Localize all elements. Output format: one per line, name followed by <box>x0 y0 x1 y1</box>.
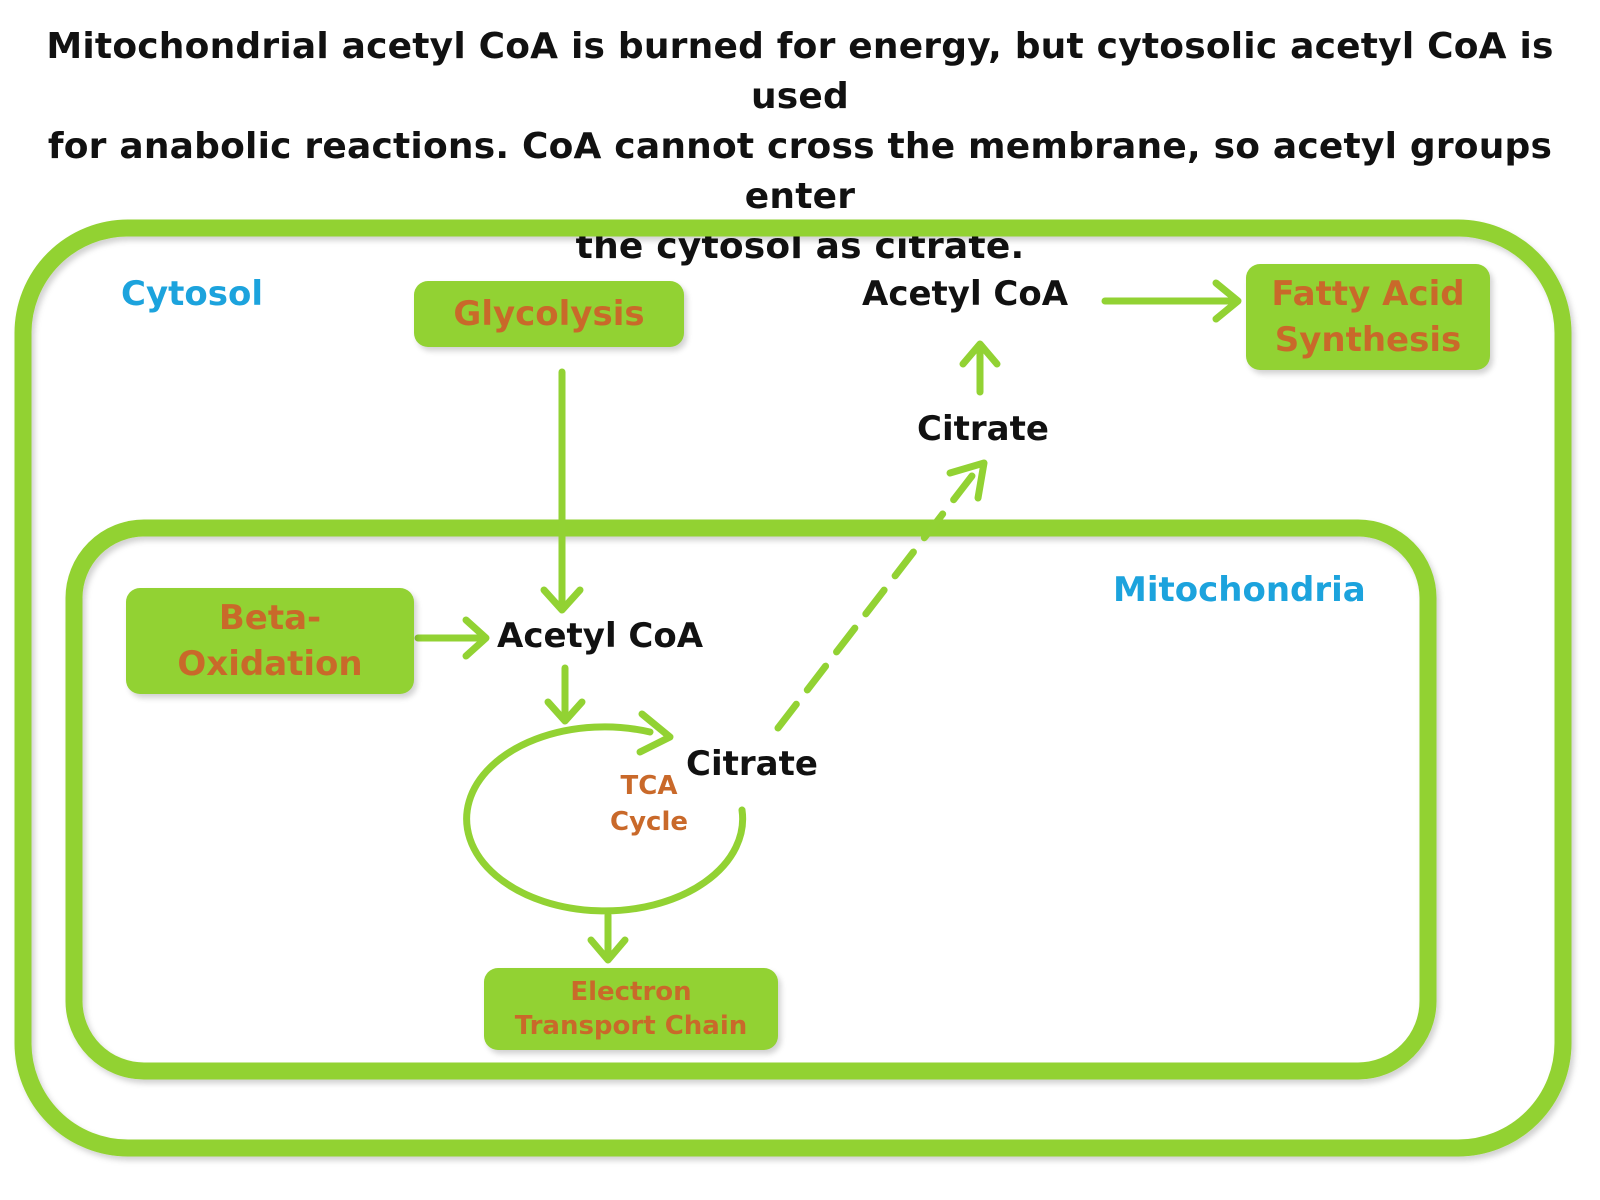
tca-cycle-label: TCA Cycle <box>606 768 692 840</box>
tca-cycle-line-1: TCA <box>620 771 678 801</box>
title-line-1: Mitochondrial acetyl CoA is burned for e… <box>46 26 1554 117</box>
glycolysis-box: Glycolysis <box>414 281 684 347</box>
cytosolic-citrate-label: Citrate <box>917 409 1049 449</box>
electron-transport-chain-box: Electron Transport Chain <box>484 968 778 1050</box>
diagram-title: Mitochondrial acetyl CoA is burned for e… <box>0 22 1600 272</box>
fatty-acid-synthesis-line-1: Fatty Acid <box>1271 274 1465 314</box>
mitochondrial-citrate-label: Citrate <box>686 744 818 784</box>
mitochondrial-acetyl-coa-label: Acetyl CoA <box>497 616 704 656</box>
electron-transport-chain-line-2: Transport Chain <box>514 1011 748 1041</box>
beta-oxidation-box: Beta- Oxidation <box>126 588 414 694</box>
fatty-acid-synthesis-line-2: Synthesis <box>1274 320 1462 360</box>
title-line-2: for anabolic reactions. CoA cannot cross… <box>47 126 1553 217</box>
tca-to-etc-arrow <box>587 911 629 964</box>
tca-cycle-line-2: Cycle <box>610 807 688 837</box>
citrate-transport-arrow <box>774 459 988 732</box>
acetyl-coa-to-fatty-acid-arrow <box>1101 279 1242 323</box>
beta-oxidation-line-1: Beta- <box>218 598 322 638</box>
electron-transport-chain-line-1: Electron <box>570 977 692 1007</box>
cell-membrane <box>14 219 1572 1157</box>
glycolysis-label: Glycolysis <box>453 294 645 334</box>
acetyl-coa-to-tca-arrow <box>544 664 586 725</box>
citrate-to-acetyl-coa-arrow <box>959 340 1001 396</box>
mitochondria-label: Mitochondria <box>1113 570 1366 610</box>
fatty-acid-synthesis-box: Fatty Acid Synthesis <box>1246 264 1490 370</box>
cytosolic-acetyl-coa-label: Acetyl CoA <box>862 274 1069 314</box>
beta-oxidation-line-2: Oxidation <box>177 644 363 684</box>
glycolysis-to-acetyl-coa-arrow <box>540 368 584 614</box>
cytosol-label: Cytosol <box>121 274 263 314</box>
mitochondrial-membrane <box>65 519 1437 1080</box>
tca-cycle-arrow <box>463 710 747 915</box>
beta-oxidation-to-acetyl-coa-arrow <box>414 616 490 660</box>
